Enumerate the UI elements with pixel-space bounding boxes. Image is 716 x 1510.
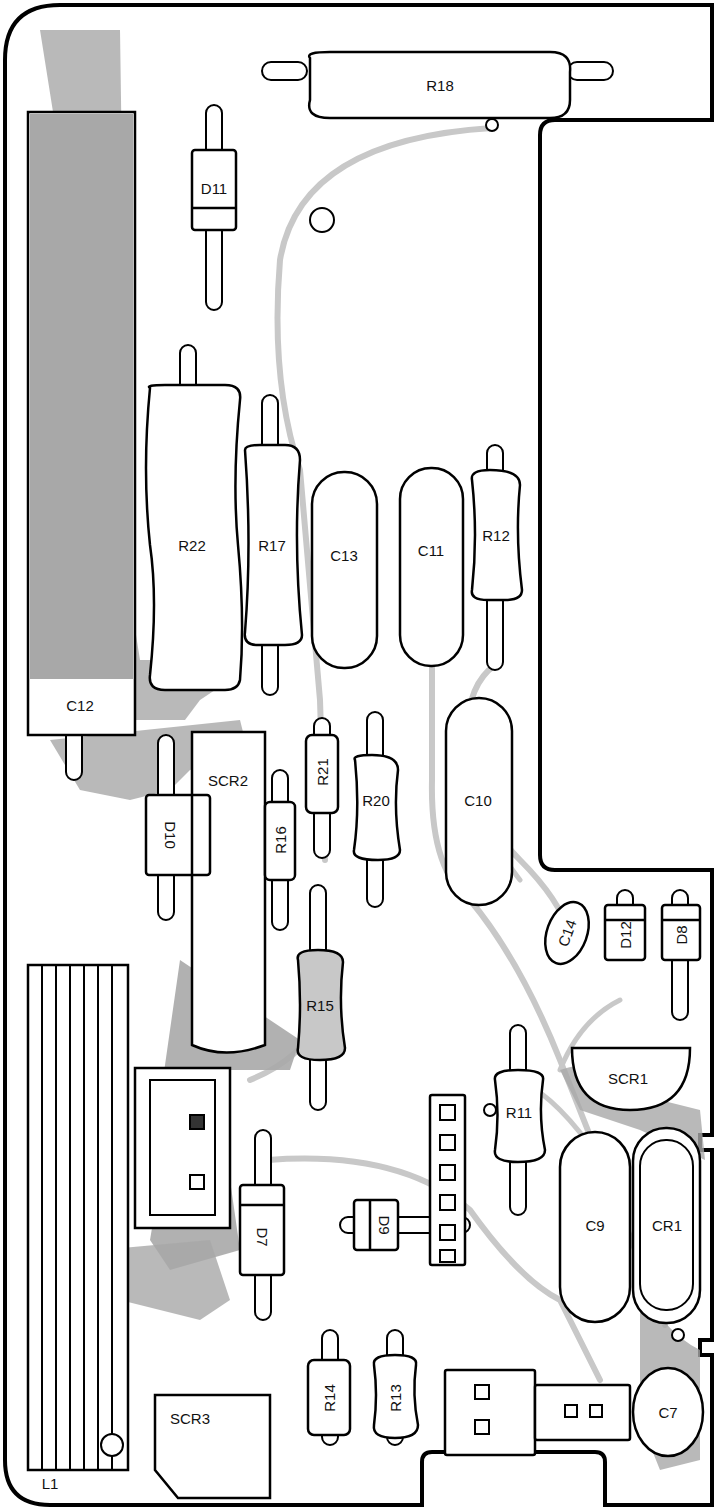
part-label: C12 [66,698,94,713]
part-label: CR1 [652,1218,682,1233]
part-label: R11 [506,1105,532,1120]
pads-and-holes [101,119,684,1456]
part-label: R18 [426,78,454,93]
part-label: R12 [482,528,510,543]
part-label: C11 [418,543,444,558]
part-label: C7 [658,1405,677,1420]
component-leads [66,62,688,1445]
part-label: C13 [330,548,358,563]
part-label: C9 [585,1218,604,1233]
inductor-windings [42,965,112,1470]
part-label: R16 [273,826,288,854]
board-outline [5,5,712,1505]
part-label: R15 [306,998,334,1013]
part-label: R14 [322,1384,337,1412]
part-label: R13 [388,1384,403,1412]
part-label: SCR1 [608,1071,648,1086]
part-label: R20 [362,793,390,808]
part-label: C10 [464,793,492,808]
part-label: D12 [618,921,633,949]
part-label: SCR2 [208,773,248,788]
part-label: R17 [258,538,286,553]
component-bodies [28,52,703,1498]
ground-plane [40,30,705,1470]
part-label: D9 [377,1215,392,1234]
part-label: SCR3 [170,1411,210,1426]
part-label: L1 [42,1476,59,1491]
part-label: D8 [674,925,689,944]
part-label: R22 [178,538,206,553]
part-label: R21 [315,758,330,786]
part-label: D10 [163,821,178,849]
copper-traces [250,128,665,1380]
part-label: D11 [201,181,227,196]
part-label: D7 [255,1227,270,1246]
